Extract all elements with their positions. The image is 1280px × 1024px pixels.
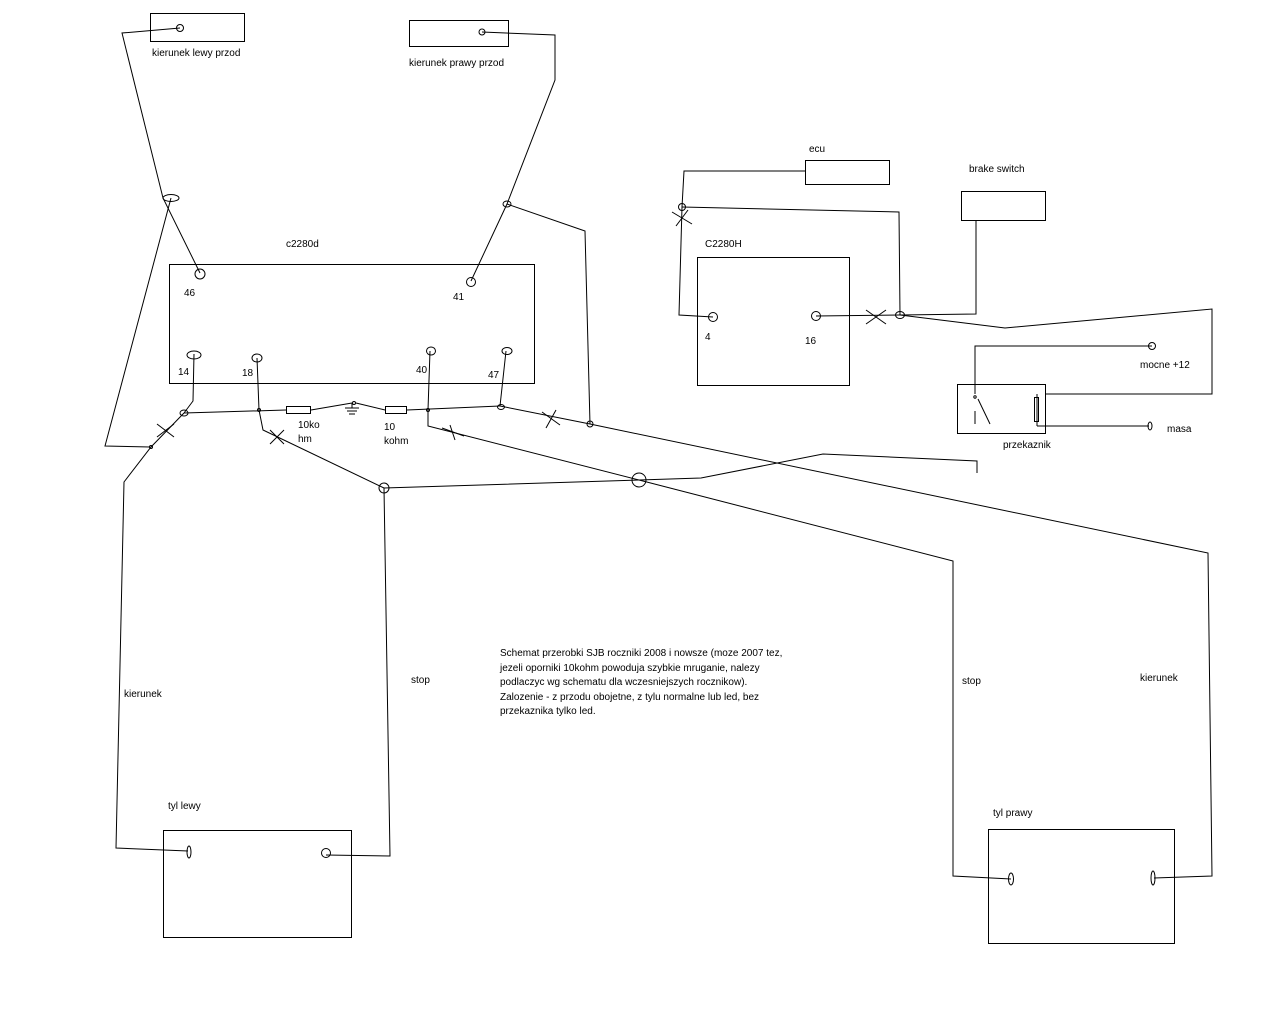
cut-mark-pin40 — [441, 424, 465, 441]
pin-40-label: 40 — [416, 365, 428, 376]
ground-terminal — [1147, 421, 1153, 431]
pin-40-terminal — [426, 346, 436, 356]
c2280d-label: c2280d — [286, 239, 319, 250]
cut-mark-pin16 — [865, 309, 887, 325]
rear-right-stop-terminal — [1008, 872, 1014, 886]
pin-46-label: 46 — [184, 288, 196, 299]
pin-16-label: 16 — [805, 336, 817, 347]
relay-box — [957, 384, 1046, 434]
wire-to-relay-coil — [899, 308, 1213, 395]
pin-41-label: 41 — [453, 292, 465, 303]
resistor-2-label-line1: 10 — [384, 422, 396, 433]
pin-47-label: 47 — [488, 370, 500, 381]
schematic-note: Schemat przerobki SJB roczniki 2008 i no… — [500, 648, 783, 717]
ecu-box — [805, 160, 890, 185]
left-turn-wire-label: kierunek — [124, 689, 162, 700]
resistor-2-symbol — [385, 406, 407, 414]
junction-pin47-bus — [497, 404, 505, 410]
front-right-terminal — [478, 28, 486, 36]
front-left-lamp-box — [150, 13, 245, 42]
wire-pin-40 — [427, 350, 1012, 880]
power-label: mocne +12 — [1140, 360, 1190, 371]
brake-switch-box — [961, 191, 1046, 221]
junction-left-cross — [149, 445, 153, 449]
brake-switch-label: brake switch — [969, 164, 1025, 175]
junction-pin18-bus — [257, 408, 261, 412]
relay-contact-pivot — [973, 395, 977, 399]
rear-left-turn-terminal — [186, 845, 192, 859]
c2280h-label: C2280H — [705, 239, 742, 250]
wire-pin-47 — [499, 350, 507, 407]
rear-right-lamp-label: tyl prawy — [993, 808, 1033, 819]
junction-brake — [895, 311, 905, 319]
resistor-1-label-line1: 10ko — [298, 420, 320, 431]
rear-left-stop-terminal — [321, 848, 331, 858]
c2280d-module-box — [169, 264, 535, 384]
right-stop-wire-label: stop — [962, 676, 981, 687]
rear-left-lamp-box — [163, 830, 352, 938]
wire-r2-to-bus — [406, 405, 501, 411]
front-right-lamp-label: kierunek prawy przod — [409, 58, 505, 69]
wire-ground-to-r2 — [355, 402, 386, 411]
pin-41-terminal — [466, 277, 476, 287]
pin-46-terminal — [194, 268, 206, 280]
junction-stop-left — [378, 482, 390, 494]
front-left-terminal — [176, 24, 184, 32]
pin-14-label: 14 — [178, 367, 190, 378]
wire-front-left-lamp — [121, 27, 201, 274]
pin-16-terminal — [811, 311, 821, 321]
junction-stop-center — [631, 472, 647, 488]
cut-mark-left — [156, 423, 175, 438]
pin-4-terminal — [708, 312, 718, 322]
junction-right-bus — [586, 420, 594, 428]
wire-front-left-to-rear-left — [104, 197, 172, 448]
ground-label: masa — [1167, 424, 1192, 435]
front-right-lamp-box — [409, 20, 509, 47]
wire-stop-to-rear-left — [325, 487, 391, 857]
pin-14-terminal — [186, 350, 202, 360]
wire-power-12v — [974, 345, 1152, 394]
relay-label: przekaznik — [1003, 440, 1051, 451]
pin-4-label: 4 — [705, 332, 711, 343]
resistor-1-symbol — [286, 406, 311, 414]
pin-18-terminal — [251, 353, 263, 363]
ecu-label: ecu — [809, 144, 826, 155]
resistor-2-label-line2: kohm — [384, 436, 409, 447]
wire-pin16 — [815, 314, 901, 317]
left-stop-wire-label: stop — [411, 675, 430, 686]
wire-r1-to-ground — [310, 402, 353, 411]
junction-ecu — [678, 203, 686, 211]
wire-pin-47-to-rear-right — [499, 405, 1213, 879]
pin-47-terminal — [501, 347, 513, 355]
junction-ground — [352, 401, 356, 405]
junction-pin40-bus — [426, 408, 430, 412]
wire-ecu-junction-to-brake — [681, 206, 901, 316]
power-terminal — [1148, 342, 1156, 350]
c2280h-module-box — [697, 257, 850, 386]
wire-front-right-lamp — [470, 31, 556, 282]
rear-right-turn-terminal — [1150, 870, 1156, 886]
wire-stop-left — [383, 453, 978, 489]
wire-resistor-bus — [183, 409, 287, 414]
resistor-1-label-line2: hm — [298, 434, 312, 445]
rear-right-lamp-box — [988, 829, 1175, 944]
cut-mark-pin18 — [269, 429, 285, 445]
junction-front-left — [162, 194, 180, 202]
wire-pin-14 — [183, 353, 195, 414]
wire-pin-14-to-rear-left — [115, 412, 189, 852]
relay-switch-contact — [977, 398, 991, 425]
cut-mark-pin47 — [541, 409, 561, 429]
wire-pin-18 — [256, 357, 385, 489]
ground-symbol — [345, 403, 359, 415]
rear-left-lamp-label: tyl lewy — [168, 801, 201, 812]
wire-front-right-to-rear-right — [506, 203, 591, 425]
right-turn-wire-label: kierunek — [1140, 673, 1178, 684]
junction-front-right — [502, 200, 512, 208]
junction-pin14 — [179, 409, 189, 417]
front-left-lamp-label: kierunek lewy przod — [152, 48, 241, 59]
pin-18-label: 18 — [242, 368, 254, 379]
wire-brake-switch — [899, 220, 977, 316]
